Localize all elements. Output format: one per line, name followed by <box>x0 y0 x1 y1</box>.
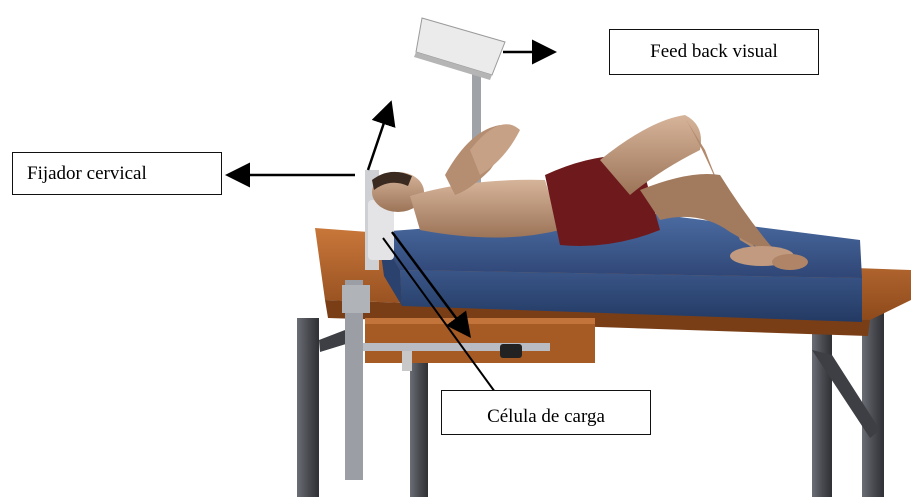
celula-de-carga-label: Célula de carga <box>441 390 651 435</box>
arrow-fijador-head <box>368 105 390 170</box>
feedback-visual-text: Feed back visual <box>650 41 778 63</box>
fijador-cervical-text: Fijador cervical <box>27 163 147 185</box>
celula-de-carga-text: Célula de carga <box>487 406 605 428</box>
feedback-visual-label: Feed back visual <box>609 29 819 75</box>
fijador-cervical-label: Fijador cervical <box>12 152 222 195</box>
